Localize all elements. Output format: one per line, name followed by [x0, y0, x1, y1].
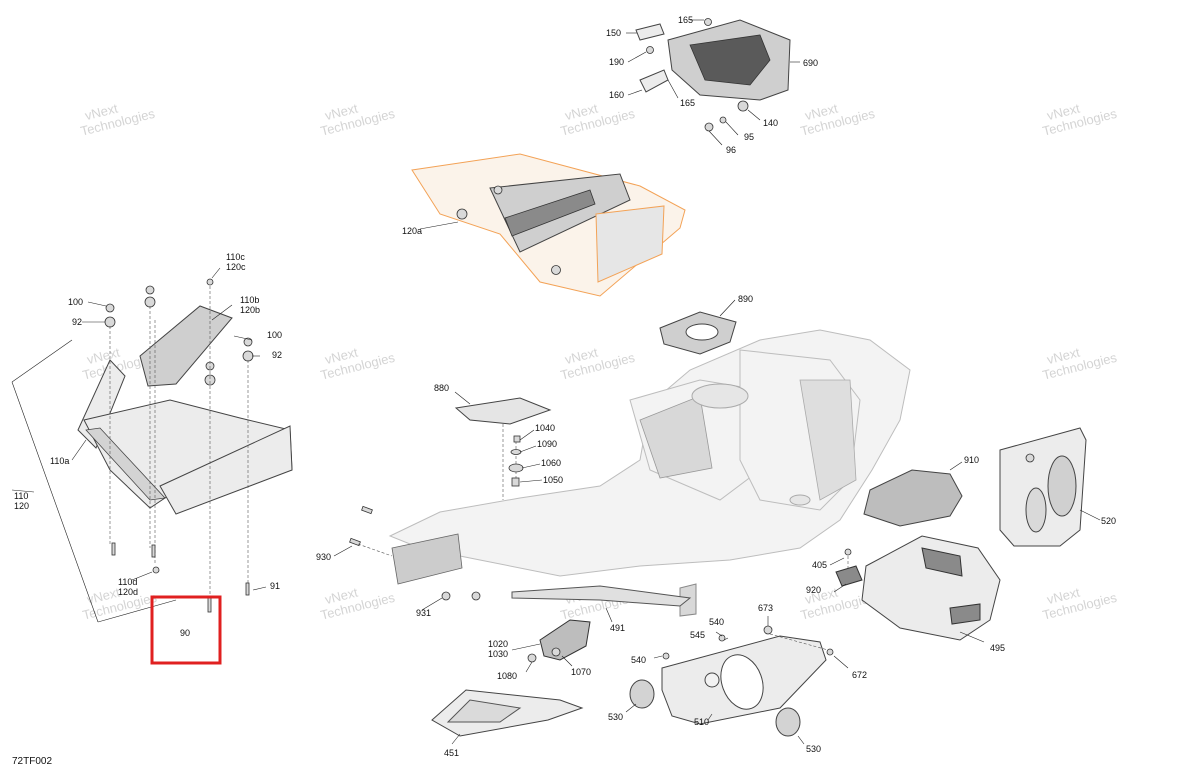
part-491 [511, 585, 692, 623]
callout-451: 451 [444, 748, 459, 758]
callout-510: 510 [694, 717, 709, 727]
left-footrest-assembly [11, 267, 293, 623]
callout-690: 690 [803, 58, 818, 68]
callout-880: 880 [434, 383, 449, 393]
callout-1090: 1090 [537, 439, 557, 449]
callout-672: 672 [852, 670, 867, 680]
part-405-920 [829, 548, 863, 593]
callout-110d: 110d [118, 577, 137, 587]
callout-1020: 1020 [488, 639, 508, 649]
callout-545: 545 [690, 630, 705, 640]
callout-1070: 1070 [571, 667, 591, 677]
part-510 [653, 616, 849, 725]
callout-890: 890 [738, 294, 753, 304]
callout-540: 540 [709, 617, 724, 627]
callout-495: 495 [990, 643, 1005, 653]
callout-1040: 1040 [535, 423, 555, 433]
callout-1060: 1060 [541, 458, 561, 468]
callout-540: 540 [631, 655, 646, 665]
callout-91: 91 [270, 581, 280, 591]
footrest-120a-assembly [411, 153, 686, 297]
part-520 [999, 427, 1101, 547]
highlight-box [150, 595, 222, 665]
part-1020-1030 [511, 619, 591, 673]
callout-931: 931 [416, 608, 431, 618]
callout-120a: 120a [402, 226, 422, 236]
part-451 [431, 689, 584, 745]
hardware-stack [502, 424, 543, 500]
callout-520: 520 [1101, 516, 1116, 526]
callout-120c: 120c [226, 262, 246, 272]
callout-673: 673 [758, 603, 773, 613]
callout-110b: 110b [240, 295, 259, 305]
callout-1050: 1050 [543, 475, 563, 485]
top-bracket-assembly [626, 18, 800, 146]
part-880 [454, 391, 552, 425]
callout-1080: 1080 [497, 671, 517, 681]
main-body-panel [388, 329, 911, 617]
callout-100: 100 [68, 297, 83, 307]
callout-530: 530 [806, 744, 821, 754]
callout-92: 92 [72, 317, 82, 327]
callout-165: 165 [680, 98, 695, 108]
callout-90: 90 [180, 628, 190, 638]
callout-491: 491 [610, 623, 625, 633]
callout-120d: 120d [118, 587, 138, 597]
part-910 [863, 461, 963, 527]
part-890 [659, 299, 737, 355]
callout-labels: 165 150 690 190 160 165 140 95 96 120a 1… [14, 15, 1116, 758]
callout-160: 160 [609, 90, 624, 100]
part-530-caps [625, 679, 805, 745]
callout-120: 120 [14, 501, 29, 511]
callout-165: 165 [678, 15, 693, 25]
callout-100: 100 [267, 330, 282, 340]
callout-405: 405 [812, 560, 827, 570]
callout-110c: 110c [226, 252, 245, 262]
callout-95: 95 [744, 132, 754, 142]
callout-530: 530 [608, 712, 623, 722]
callout-110a: 110a [50, 456, 69, 466]
callout-910: 910 [964, 455, 979, 465]
callout-92: 92 [272, 350, 282, 360]
callout-140: 140 [763, 118, 778, 128]
callout-150: 150 [606, 28, 621, 38]
callout-190: 190 [609, 57, 624, 67]
part-495 [861, 535, 1001, 643]
callout-96: 96 [726, 145, 736, 155]
callout-920: 920 [806, 585, 821, 595]
callout-120b: 120b [240, 305, 260, 315]
callout-930: 930 [316, 552, 331, 562]
callout-1030: 1030 [488, 649, 508, 659]
fasteners-930-931 [333, 505, 481, 611]
drawing-code: 72TF002 [12, 756, 52, 767]
callout-110: 110 [14, 491, 28, 501]
